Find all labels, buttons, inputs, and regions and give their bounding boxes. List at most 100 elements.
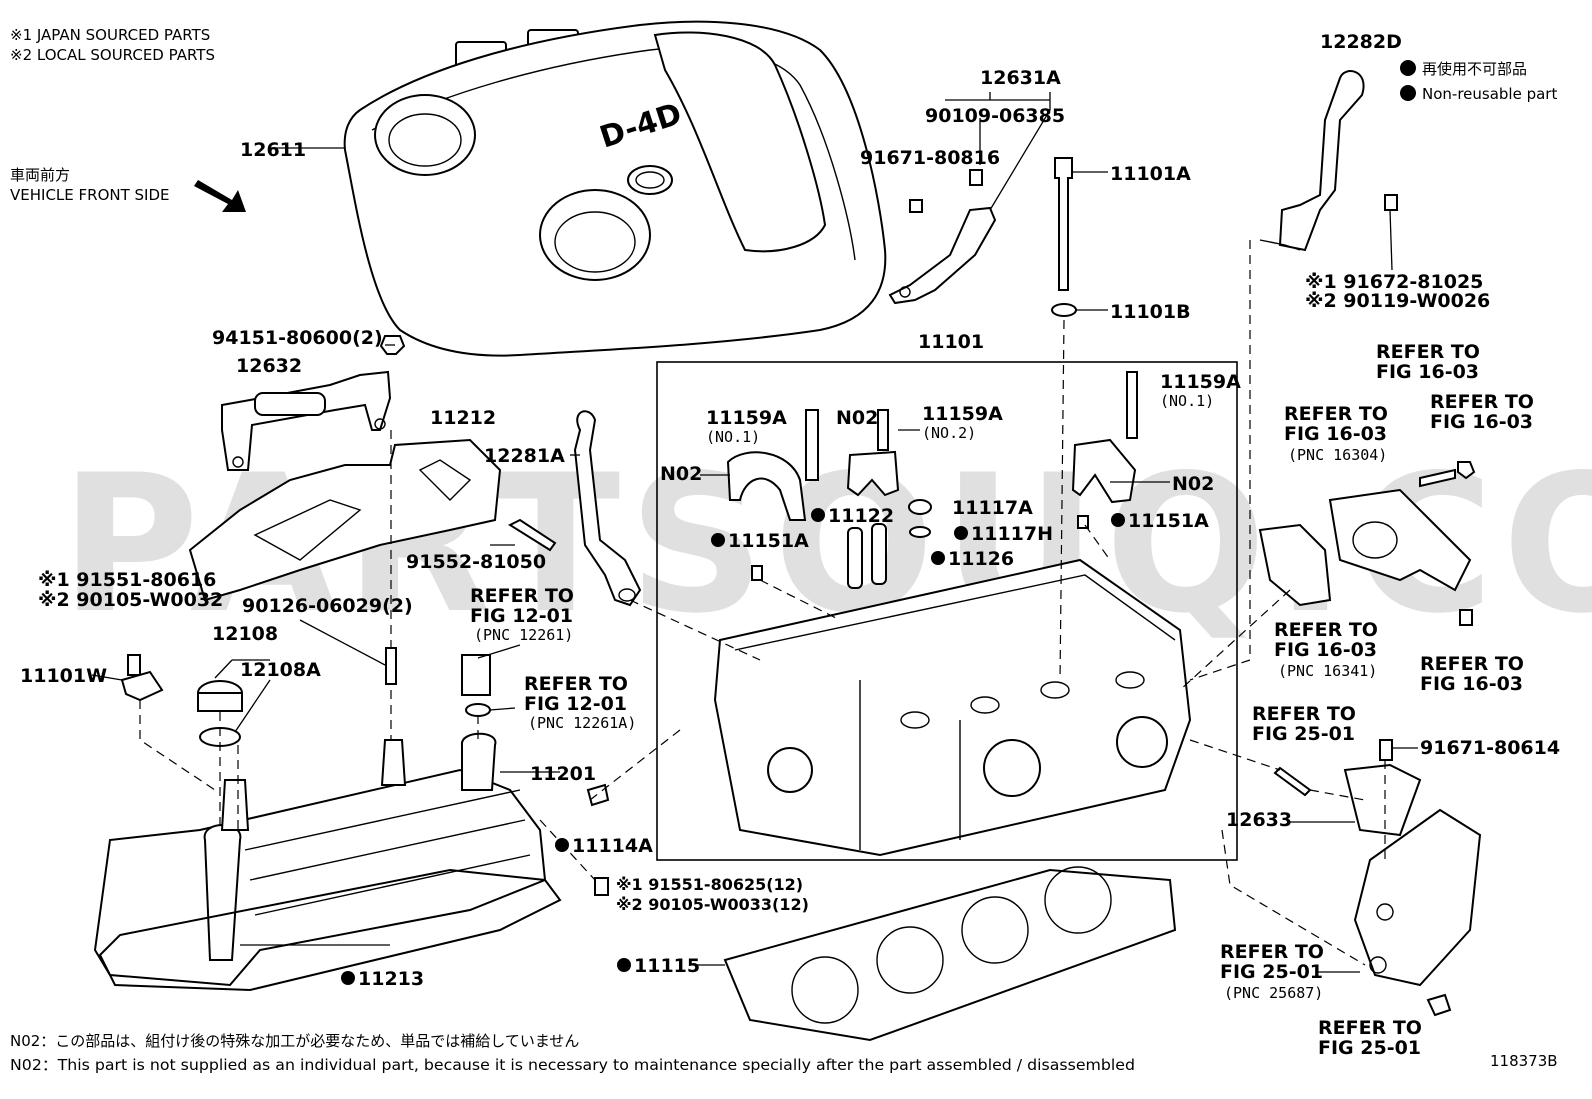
svg-text:(PNC 16304): (PNC 16304) (1288, 446, 1387, 464)
engine-hanger (1353, 808, 1482, 987)
refer-fig-16-03-c: REFER TO FIG 16-03 (PNC 16304) (1284, 403, 1388, 464)
ring-icon (909, 526, 931, 538)
svg-text:FIG 16-03: FIG 16-03 (1420, 673, 1523, 695)
dowel-icon (751, 565, 763, 581)
label-91672-81025: ※1 91672-81025 (1305, 271, 1483, 293)
label-11159A-right: 11159A (1160, 371, 1241, 393)
head-gasket-11115 (723, 866, 1177, 1042)
cylinder-head-cover-11201 (93, 732, 547, 987)
figure-id: 118373B (1490, 1052, 1558, 1070)
svg-text:FIG 25-01: FIG 25-01 (1220, 961, 1323, 983)
refer-fig-12-01-b: REFER TO FIG 12-01 (PNC 12261A) (524, 673, 636, 732)
stud-icon (385, 647, 397, 685)
svg-text:FIG 16-03: FIG 16-03 (1284, 423, 1387, 445)
bracket-12631A (888, 206, 997, 305)
label-11117H: 11117H (971, 523, 1053, 545)
bolt-icon (969, 169, 983, 186)
svg-text:FIG 16-03: FIG 16-03 (1376, 361, 1479, 383)
bolt-icon (805, 409, 819, 481)
svg-text:FIG 16-03: FIG 16-03 (1274, 639, 1377, 661)
head-cover-gasket-11213 (98, 868, 562, 992)
water-outlet (1258, 488, 1472, 607)
refer-fig-16-03-d: REFER TO FIG 16-03 (PNC 16341) (1274, 619, 1378, 680)
non-reusable-dot-icon (1400, 85, 1416, 101)
hanger-12282D (1259, 70, 1365, 252)
label-91671-80816: 91671-80816 (860, 147, 1000, 169)
cylinder-head-11101 (713, 558, 1192, 857)
valve-guide-icon (847, 527, 863, 589)
non-reusable-dot-icon (1111, 513, 1125, 527)
label-11212: 11212 (430, 407, 496, 429)
label-12633: 12633 (1226, 809, 1292, 831)
oil-filler-cap-body (197, 692, 243, 712)
label-11101: 11101 (918, 331, 984, 353)
non-reusable-dot-icon (811, 508, 825, 522)
label-12631A: 12631A (980, 67, 1061, 89)
bolt-icon (127, 654, 141, 676)
label-N02-right: N02 (1172, 473, 1214, 495)
svg-text:FIG 12-01: FIG 12-01 (524, 693, 627, 715)
svg-text:REFER TO: REFER TO (470, 585, 574, 607)
camshaft-cap-N02 (1071, 438, 1137, 504)
label-12108A: 12108A (240, 659, 321, 681)
label-11122: 11122 (828, 505, 894, 527)
non-reusable-dot-icon (711, 533, 725, 547)
refer-fig-25-01-a: REFER TO FIG 25-01 (1252, 703, 1356, 745)
label-91551-80616: ※1 91551-80616 (38, 569, 216, 591)
bolt-icon (594, 877, 609, 896)
svg-text:(PNC 25687): (PNC 25687) (1224, 984, 1323, 1002)
label-90105-W0033: ※2 90105-W0033(12) (616, 895, 809, 914)
label-11159A-mid: 11159A (922, 403, 1003, 425)
label-11115: 11115 (634, 955, 700, 977)
svg-text:(PNC 12261A): (PNC 12261A) (528, 714, 636, 732)
label-N02-left: N02 (660, 463, 702, 485)
label-N02-mid: N02 (836, 407, 878, 429)
label-12281A: 12281A (484, 445, 565, 467)
bolt-icon (1426, 993, 1452, 1017)
label-90105-W0032: ※2 90105-W0032 (38, 589, 223, 611)
label-12108: 12108 (212, 623, 278, 645)
label-11101B: 11101B (1110, 301, 1191, 323)
stud-icon (1273, 766, 1312, 797)
head-bolt-icon (1054, 157, 1073, 291)
vehicle-front-en: VEHICLE FRONT SIDE (10, 186, 170, 204)
bracket-12632 (221, 370, 392, 471)
valve-guide-icon (871, 523, 887, 585)
cylinder-head-box (656, 361, 1238, 861)
leader-lines (91, 92, 1418, 973)
svg-text:(PNC 16341): (PNC 16341) (1278, 662, 1377, 680)
legend-en: Non-reusable part (1422, 85, 1557, 103)
vehicle-front-jp: 車両前方 (10, 166, 70, 184)
refer-fig-16-03-e: REFER TO FIG 16-03 (1420, 653, 1524, 695)
bolt-icon (507, 518, 557, 552)
svg-text:FIG 16-03: FIG 16-03 (1430, 411, 1533, 433)
sensor-11101W (120, 670, 164, 702)
footnote-en: N02：This part is not supplied as an indi… (10, 1056, 1135, 1074)
nut-icon (1457, 461, 1476, 480)
refer-fig-16-03-b: REFER TO FIG 16-03 (1430, 391, 1534, 433)
valve-seal-icon (908, 499, 932, 515)
bracket-12633 (1343, 763, 1422, 837)
label-11159A-mid-sub: (NO.2) (922, 424, 976, 442)
camshaft-cap-N02 (846, 450, 900, 497)
pcv-pipe (461, 654, 491, 696)
svg-text:FIG 25-01: FIG 25-01 (1252, 723, 1355, 745)
bolt-icon (1459, 609, 1473, 626)
label-11159A-right-sub: (NO.1) (1160, 392, 1214, 410)
svg-text:REFER TO: REFER TO (524, 673, 628, 695)
label-94151-80600: 94151-80600(2) (212, 327, 383, 349)
svg-text:REFER TO: REFER TO (1420, 653, 1524, 675)
engine-cover (343, 20, 887, 357)
svg-text:REFER TO: REFER TO (1430, 391, 1534, 413)
label-11159A-left: 11159A (706, 407, 787, 429)
label-11101A: 11101A (1110, 163, 1191, 185)
clip-icon (465, 703, 491, 717)
svg-text:FIG 12-01: FIG 12-01 (470, 605, 573, 627)
local-sourced-note: ※2 LOCAL SOURCED PARTS (10, 46, 215, 64)
bolt-icon (1379, 739, 1393, 761)
svg-text:REFER TO: REFER TO (1220, 941, 1324, 963)
label-91551-80625: ※1 91551-80625(12) (616, 875, 803, 894)
svg-text:REFER TO: REFER TO (1252, 703, 1356, 725)
label-12632: 12632 (236, 355, 302, 377)
japan-sourced-note: ※1 JAPAN SOURCED PARTS (10, 26, 210, 44)
